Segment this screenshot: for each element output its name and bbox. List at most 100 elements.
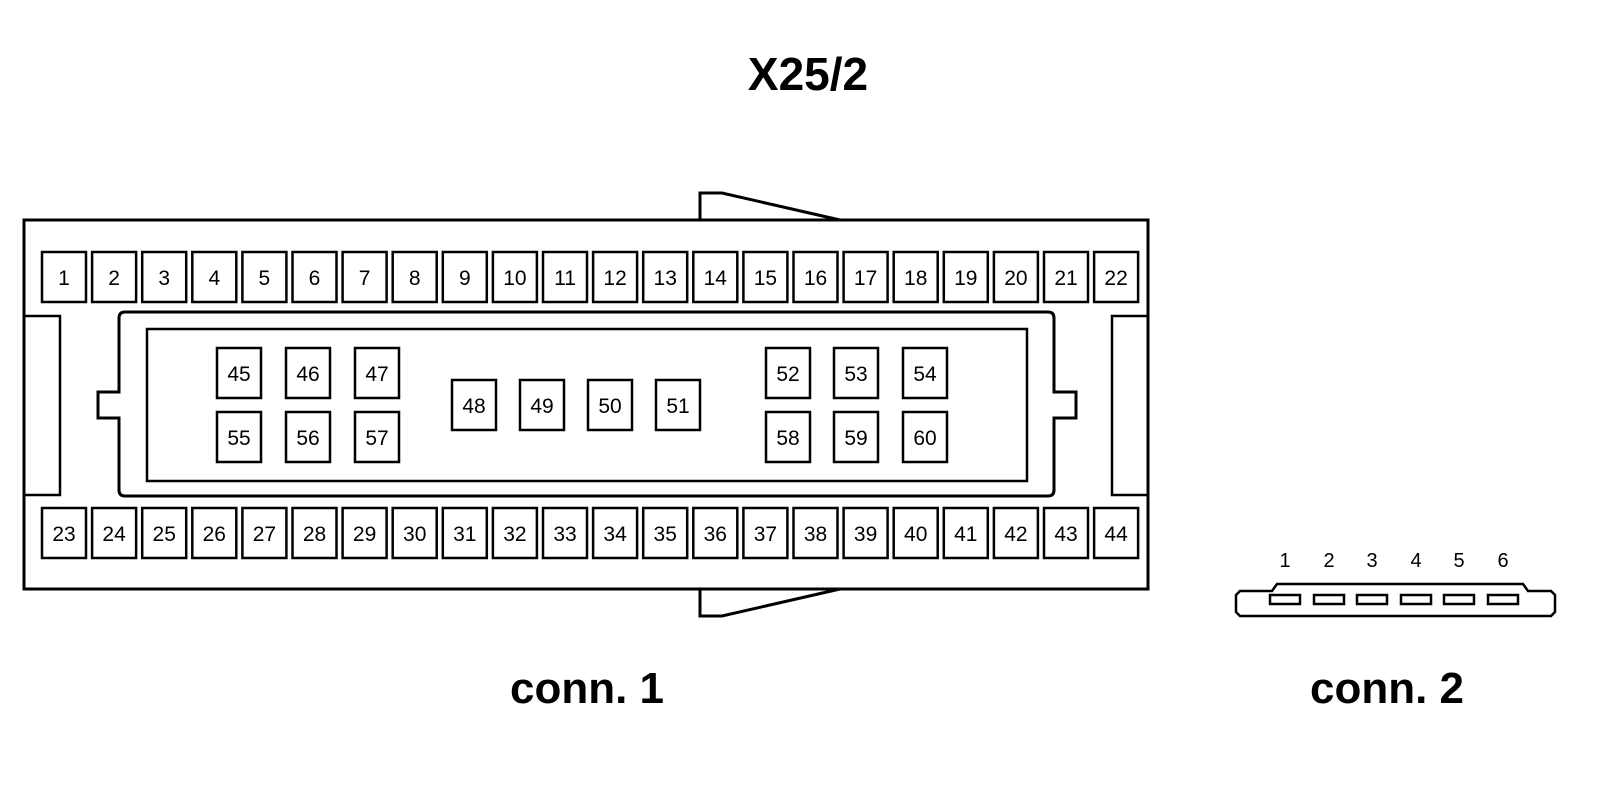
pin-22: 22 [1092, 250, 1140, 304]
pin-60: 60 [901, 410, 949, 464]
pin-41: 41 [942, 506, 990, 560]
pin-45: 45 [215, 346, 263, 400]
pin-cavity [291, 250, 338, 304]
pin-cavity [215, 346, 263, 400]
pin-number: 55 [227, 427, 250, 450]
pin-cavity [1092, 250, 1140, 304]
pin-42: 42 [992, 506, 1040, 560]
pin-21: 21 [1042, 250, 1090, 304]
pin-cavity [901, 346, 949, 400]
pin-cavity [942, 506, 990, 560]
pin-57: 57 [353, 410, 401, 464]
conn2-pin-6: 6 [1486, 550, 1520, 606]
pin-cavity [191, 506, 238, 560]
conn2-pin-5: 5 [1442, 550, 1476, 606]
pin-17: 17 [842, 250, 889, 304]
pin-number: 2 [108, 267, 120, 290]
inner-pins: 45 46 47 55 56 57 48 49 50 51 52 53 54 58 59 60 [215, 346, 949, 464]
pin-number: 52 [776, 363, 799, 386]
pin-47: 47 [353, 346, 401, 400]
pin-cavity [341, 506, 388, 560]
pin-5: 5 [241, 250, 288, 304]
inner-cavity [145, 327, 1029, 483]
pin-number: 7 [359, 267, 371, 290]
pin-number: 50 [598, 395, 621, 418]
pin-number: 22 [1104, 267, 1127, 290]
pin-number: 23 [52, 523, 75, 546]
pin-cavity [654, 378, 702, 432]
pin-14: 14 [692, 250, 739, 304]
pin-number: 18 [904, 267, 927, 290]
pin-number: 40 [904, 523, 927, 546]
pin-cavity [792, 506, 839, 560]
pin-number: 59 [844, 427, 867, 450]
pin-number: 44 [1104, 523, 1128, 546]
pin-cavity [441, 506, 489, 560]
pin-number: 38 [804, 523, 827, 546]
connector-2 [1234, 582, 1557, 618]
pin-cavity [1042, 506, 1090, 560]
pin-number: 56 [296, 427, 319, 450]
pin-cavity [291, 506, 338, 560]
pin-10: 10 [491, 250, 539, 304]
conn2-pin-slot [1268, 593, 1302, 606]
pin-33: 33 [541, 506, 589, 560]
pin-cavity [842, 250, 889, 304]
pin-8: 8 [391, 250, 438, 304]
pin-number: 16 [804, 267, 827, 290]
pin-number: 21 [1054, 267, 1077, 290]
connector-2-outline [1234, 582, 1557, 618]
pin-number: 4 [208, 267, 220, 290]
pin-cavity [892, 250, 939, 304]
conn2-pin-2: 2 [1312, 550, 1346, 606]
pin-number: 51 [666, 395, 689, 418]
pin-cavity [215, 410, 263, 464]
pin-20: 20 [992, 250, 1040, 304]
conn2-pin-number: 6 [1497, 550, 1508, 572]
pin-cavity [832, 410, 880, 464]
pin-38: 38 [792, 506, 839, 560]
conn2-pin-slot [1442, 593, 1476, 606]
pin-15: 15 [742, 250, 789, 304]
pin-number: 9 [459, 267, 471, 290]
pin-number: 31 [453, 523, 476, 546]
pin-cavity [284, 346, 332, 400]
pin-58: 58 [764, 410, 812, 464]
pin-cavity [942, 250, 990, 304]
pin-35: 35 [641, 506, 689, 560]
inner-shroud [96, 310, 1078, 498]
pin-cavity [391, 250, 438, 304]
pin-number: 45 [227, 363, 250, 386]
pin-number: 11 [554, 267, 576, 290]
pin-number: 35 [654, 523, 677, 546]
pin-44: 44 [1092, 506, 1140, 560]
pin-number: 54 [913, 363, 937, 386]
pin-cavity [341, 250, 388, 304]
pin-number: 49 [530, 395, 553, 418]
pin-48: 48 [450, 378, 498, 432]
pin-number: 17 [854, 267, 877, 290]
pin-number: 33 [553, 523, 576, 546]
pin-number: 12 [603, 267, 626, 290]
pin-16: 16 [792, 250, 839, 304]
pin-cavity [842, 506, 889, 560]
pin-cavity [353, 410, 401, 464]
pin-cavity [284, 410, 332, 464]
pin-28: 28 [291, 506, 338, 560]
pin-number: 29 [353, 523, 376, 546]
pin-46: 46 [284, 346, 332, 400]
pin-number: 30 [403, 523, 426, 546]
pin-cavity [692, 506, 739, 560]
pin-number: 24 [102, 523, 126, 546]
pin-11: 11 [541, 250, 589, 304]
pin-number: 6 [309, 267, 321, 290]
pin-cavity [742, 250, 789, 304]
pin-cavity [491, 506, 539, 560]
pin-53: 53 [832, 346, 880, 400]
conn2-pin-4: 4 [1399, 550, 1433, 606]
conn2-pin-1: 1 [1268, 550, 1302, 606]
pin-cavity [992, 250, 1040, 304]
right-slot [1110, 314, 1150, 497]
